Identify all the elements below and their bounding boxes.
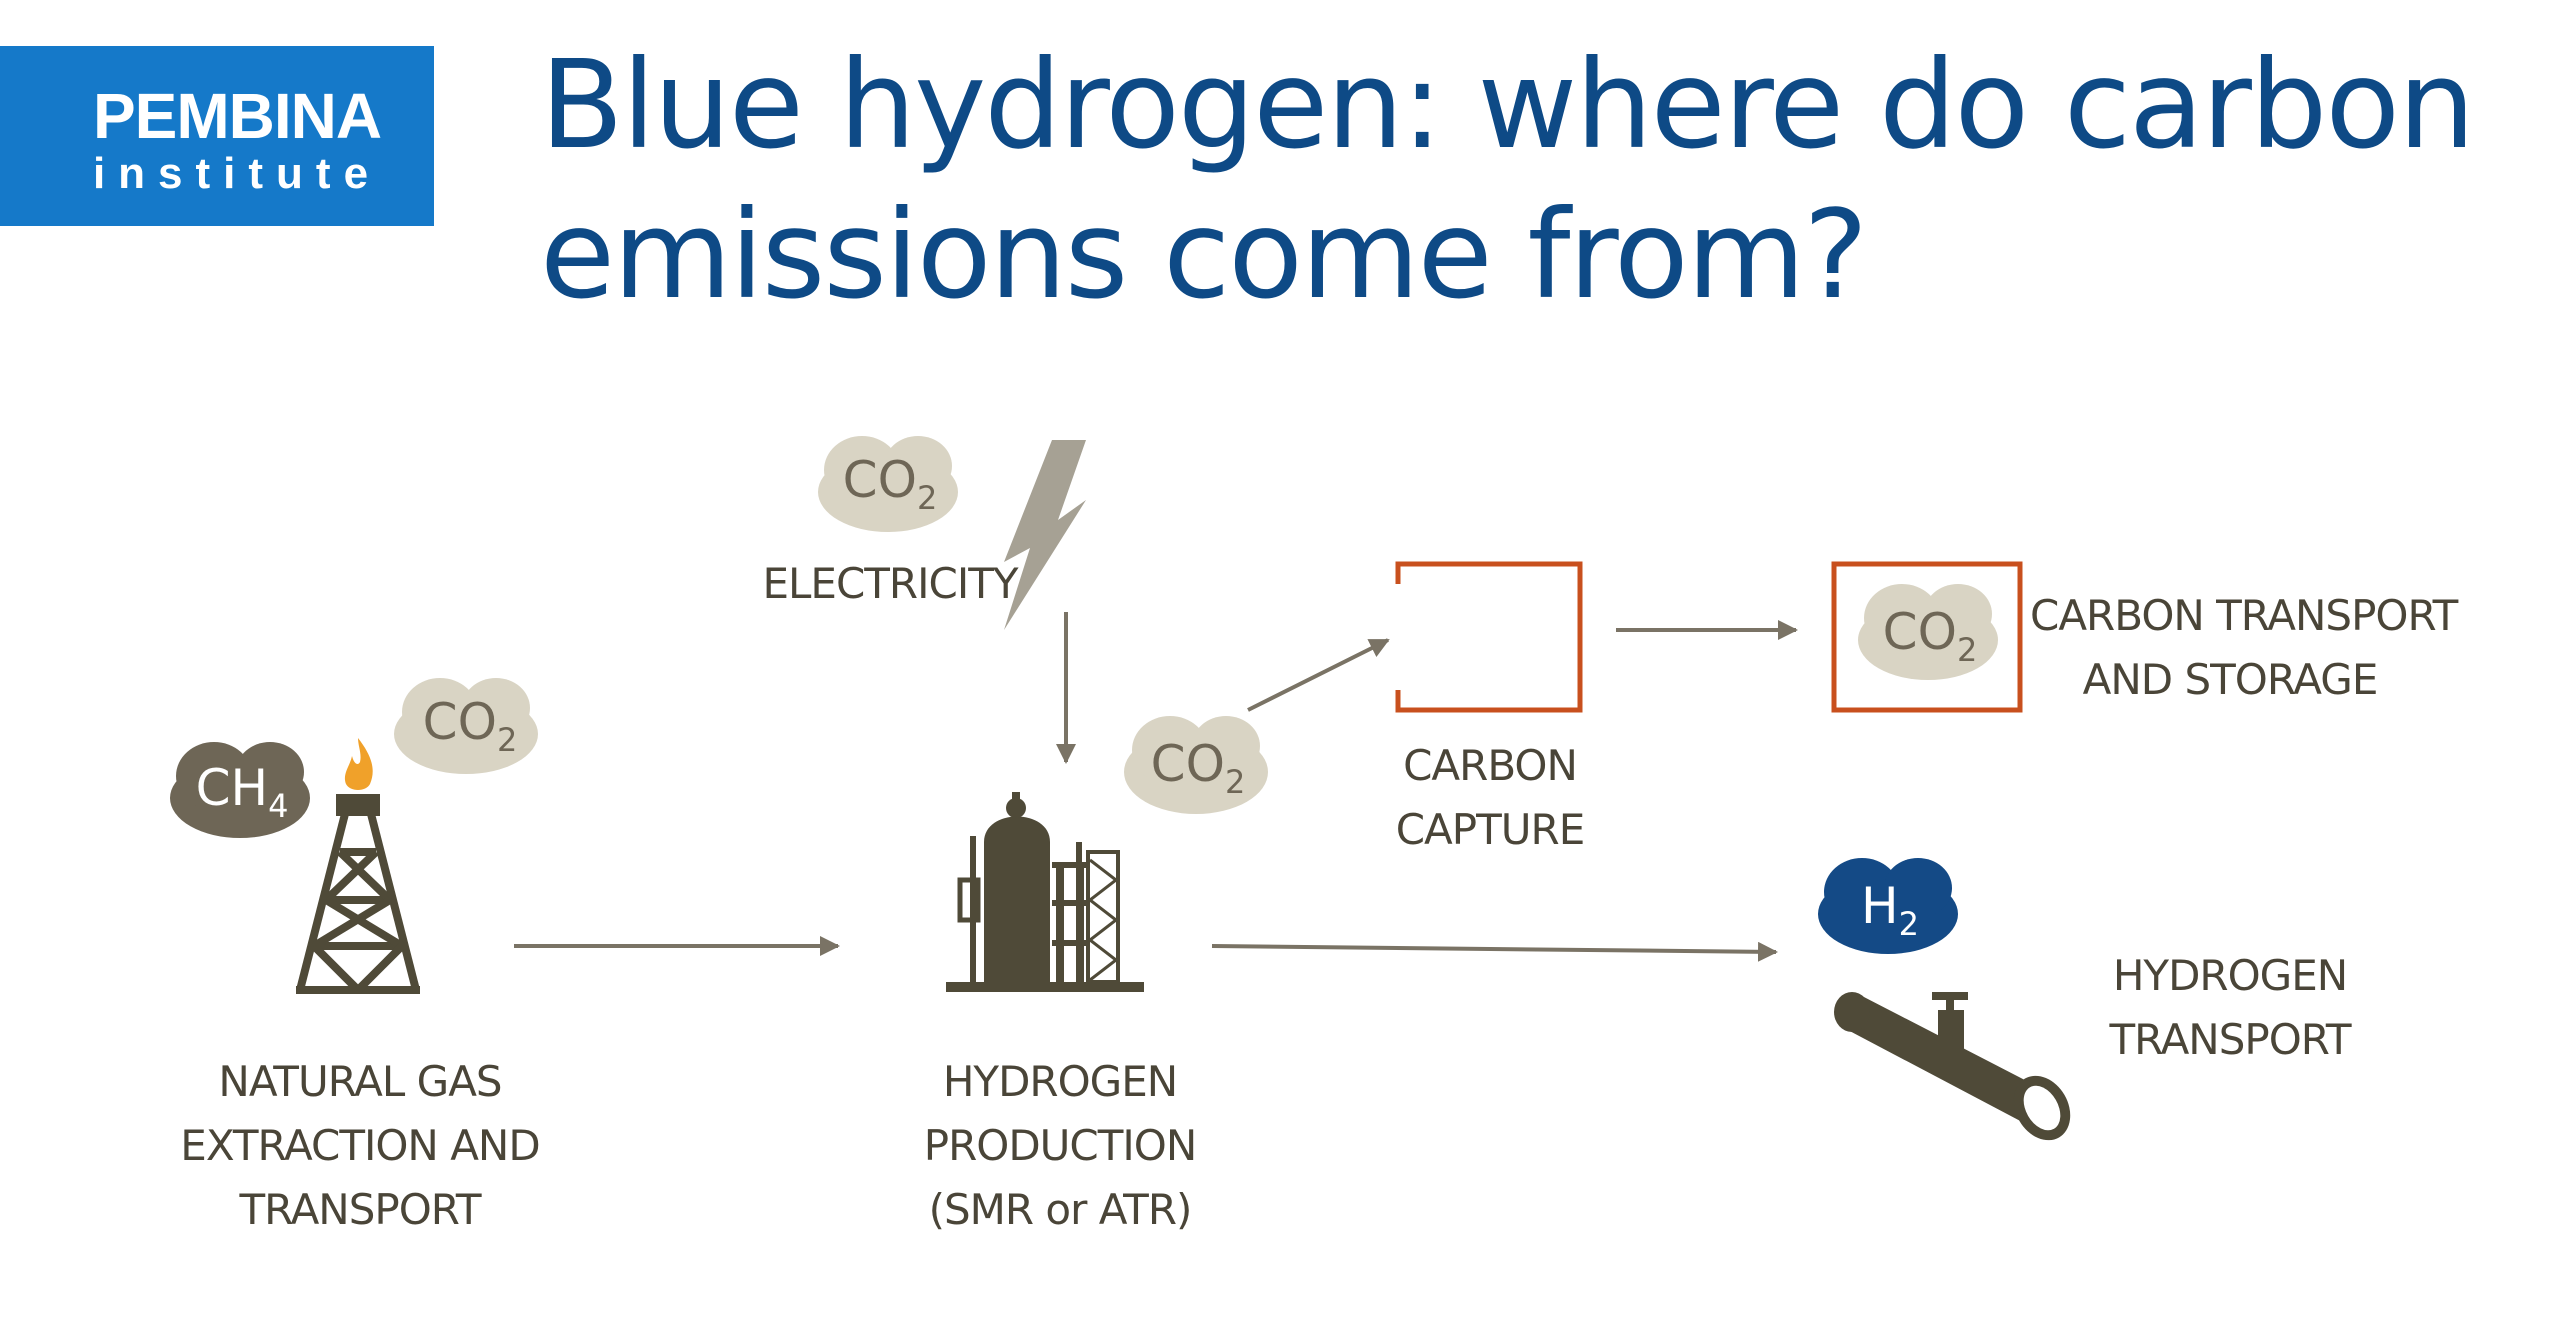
cloud-co2-gas — [394, 678, 538, 774]
co2-label-production: CO2 — [1150, 735, 1246, 801]
lightning-icon — [1004, 440, 1086, 630]
cloud-co2-storage — [1858, 584, 1998, 680]
label-hydrogen-production: HYDROGEN PRODUCTION (SMR or ATR) — [923, 1057, 1198, 1234]
pembina-logo: PEMBINA institute — [0, 46, 434, 226]
flame-icon — [344, 738, 373, 790]
arrow-production-to-h2-transport — [1211, 941, 1778, 962]
carbon-capture-frame — [1395, 561, 1583, 713]
logo-wordmark: PEMBINA — [92, 80, 382, 152]
cloud-co2-production — [1124, 716, 1268, 814]
title-line-1: Blue hydrogen: where do carbon — [540, 34, 2475, 176]
cloud-ch4 — [170, 742, 310, 838]
storage-box — [1831, 561, 2023, 713]
label-natural-gas: NATURAL GAS EXTRACTION AND TRANSPORT — [180, 1057, 540, 1234]
logo-subtext: institute — [92, 149, 382, 198]
production-plant-icon — [946, 792, 1144, 992]
co2-label-gas: CO2 — [422, 693, 518, 759]
gas-derrick-icon — [296, 794, 420, 994]
co2-label-storage: CO2 — [1882, 603, 1978, 669]
title-line-2: emissions come from? — [540, 184, 1868, 326]
arrow-production-to-capture — [1247, 638, 1390, 712]
pipeline-icon — [1834, 992, 2071, 1141]
h2-label: H2 — [1861, 877, 1919, 943]
label-carbon-storage: CARBON TRANSPORT AND STORAGE — [2030, 591, 2458, 704]
label-hydrogen-transport: HYDROGEN TRANSPORT — [2109, 951, 2351, 1064]
co2-label-electricity: CO2 — [842, 451, 938, 517]
ch4-label: CH4 — [195, 759, 289, 825]
cloud-h2 — [1818, 858, 1958, 954]
label-electricity: ELECTRICITY — [762, 559, 1018, 608]
page-title: Blue hydrogen: where do carbon emissions… — [540, 30, 2500, 330]
label-carbon-capture: CARBON CAPTURE — [1395, 741, 1586, 854]
cloud-co2-electricity — [818, 436, 958, 532]
